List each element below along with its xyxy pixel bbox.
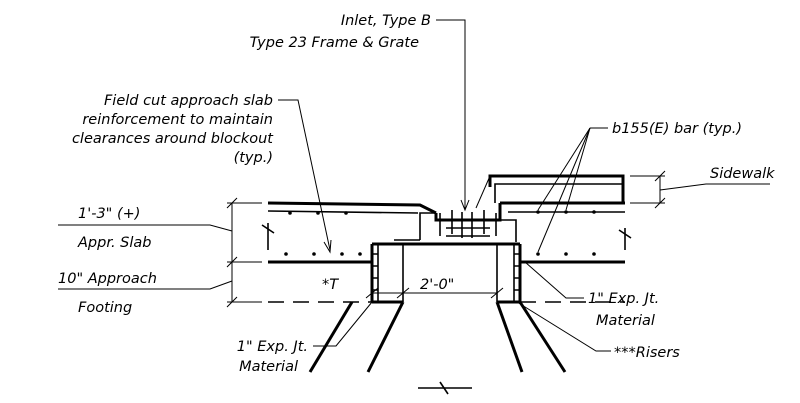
width-dimensions xyxy=(365,287,504,299)
slab-name-label: Appr. Slab xyxy=(77,235,152,251)
exp-jt-right-line2: Material xyxy=(596,313,655,329)
inlet-box xyxy=(370,242,522,304)
exp-jt-left-line2: Material xyxy=(239,359,298,375)
sidewalk-dimension xyxy=(630,170,770,209)
slab-dimension-label: 1'-3" (+) xyxy=(78,206,140,222)
inlet-label-line2: Type 23 Frame & Grate xyxy=(250,35,419,51)
reinforcement-bars xyxy=(284,210,596,256)
sidewalk xyxy=(475,174,625,209)
exp-jt-left-line1: 1" Exp. Jt. xyxy=(237,339,308,355)
footing-name-label: Footing xyxy=(78,300,132,316)
field-cut-label-line4: (typ.) xyxy=(234,150,273,166)
labels: Inlet, Type B Type 23 Frame & Grate Fiel… xyxy=(58,13,775,375)
right-approach-slab xyxy=(500,201,632,264)
field-cut-label-line3: clearances around blockout xyxy=(72,131,274,147)
left-approach-slab xyxy=(261,201,437,264)
bar-callout-label: b155(E) bar (typ.) xyxy=(612,121,742,137)
field-cut-label-line1: Field cut approach slab xyxy=(104,93,273,109)
risers-label: ***Risers xyxy=(614,345,680,361)
inlet-label-line1: Inlet, Type B xyxy=(341,13,431,29)
width-dimension-label: 2'-0" xyxy=(420,277,454,293)
inlet-frame-grate xyxy=(394,203,517,242)
thickness-dimensions xyxy=(58,197,262,308)
leaders xyxy=(278,19,611,352)
sidewalk-label: Sidewalk xyxy=(710,166,775,182)
exp-jt-right-line1: 1" Exp. Jt. xyxy=(588,291,659,307)
t-dimension-label: *T xyxy=(322,277,339,293)
footing-dimension-label: 10" Approach xyxy=(58,271,157,287)
field-cut-label-line2: reinforcement to maintain xyxy=(82,112,273,128)
risers xyxy=(308,301,567,395)
